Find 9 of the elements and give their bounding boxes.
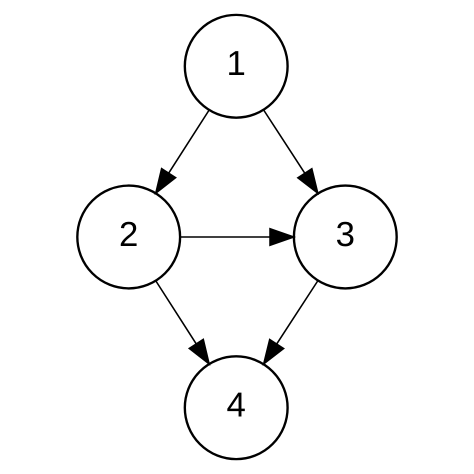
node-circle: 1 xyxy=(184,14,289,119)
arrow xyxy=(155,280,210,366)
arrow xyxy=(262,280,318,366)
node-circle: 3 xyxy=(292,184,398,290)
node-circle: 4 xyxy=(184,355,289,460)
node-circle: 2 xyxy=(76,184,182,290)
arrow xyxy=(263,110,320,196)
arrow xyxy=(180,228,296,246)
arrow xyxy=(154,110,210,196)
